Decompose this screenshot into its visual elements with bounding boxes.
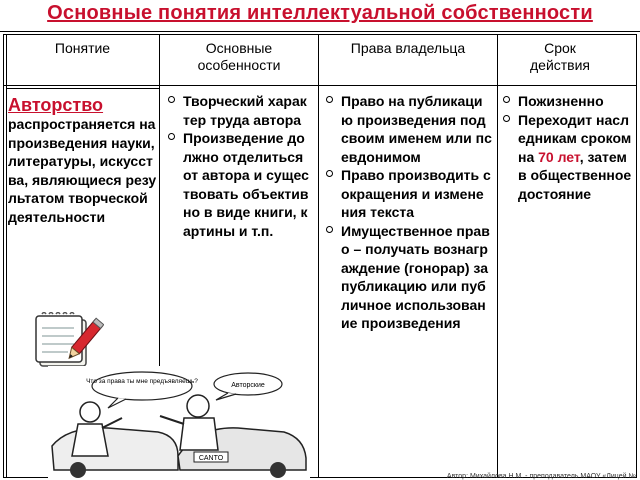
list-item: Переходит наследникам сроком на 70 лет, … [503,111,633,204]
features-cell: Творческий характер труда автора Произве… [168,92,313,240]
license-plate: CANTO [199,455,224,462]
column-divider [6,34,7,478]
notepad-pencil-icon [35,312,104,367]
header-features: Основные особенности [197,40,281,73]
column-divider [497,34,498,478]
list-item: Творческий характер труда автора [168,92,313,129]
speech-bubble-left: Что за права ты мне предъявляешь? [86,378,198,385]
concept-definition: распространяется на произведения науки, … [8,116,157,225]
header-rights: Права владельца [350,40,466,56]
outer-frame [0,31,640,480]
header-concept: Понятие [54,40,111,56]
concept-term: Авторство [8,95,104,115]
table-frame [3,34,637,478]
page-title: Основные понятия интеллектуальной собств… [47,2,593,24]
header-divider [6,88,159,89]
list-item: Право производить сокращения и изменения… [326,166,492,222]
rights-cell: Право на публикацию произведения под сво… [326,92,492,333]
list-item: Произведение должно отделиться от автора… [168,129,313,240]
concept-cell: Авторство распространяется на произведен… [8,95,158,226]
column-divider [318,34,319,478]
cartoon-illustration: CANTO Что за права ты мне предъявляешь? … [48,366,310,478]
term-highlight: 70 лет [538,148,580,165]
list-item: Право на публикацию произведения под сво… [326,92,492,166]
term-cell: Пожизненно Переходит наследникам сроком … [503,92,633,203]
list-item: Имущественное право – получать вознаграж… [326,222,492,333]
column-divider [159,34,160,478]
header-term: Срок действия [529,40,591,73]
svg-text:Что за права ты мне предъявляе: Что за права ты мне предъявляешь? [86,378,198,385]
list-item: Пожизненно [503,92,633,111]
header-divider [3,85,637,86]
author-footer: Автор: Михайлова Н.М. - преподаватель МА… [446,473,636,480]
speech-bubble-right: Авторские [231,382,265,389]
